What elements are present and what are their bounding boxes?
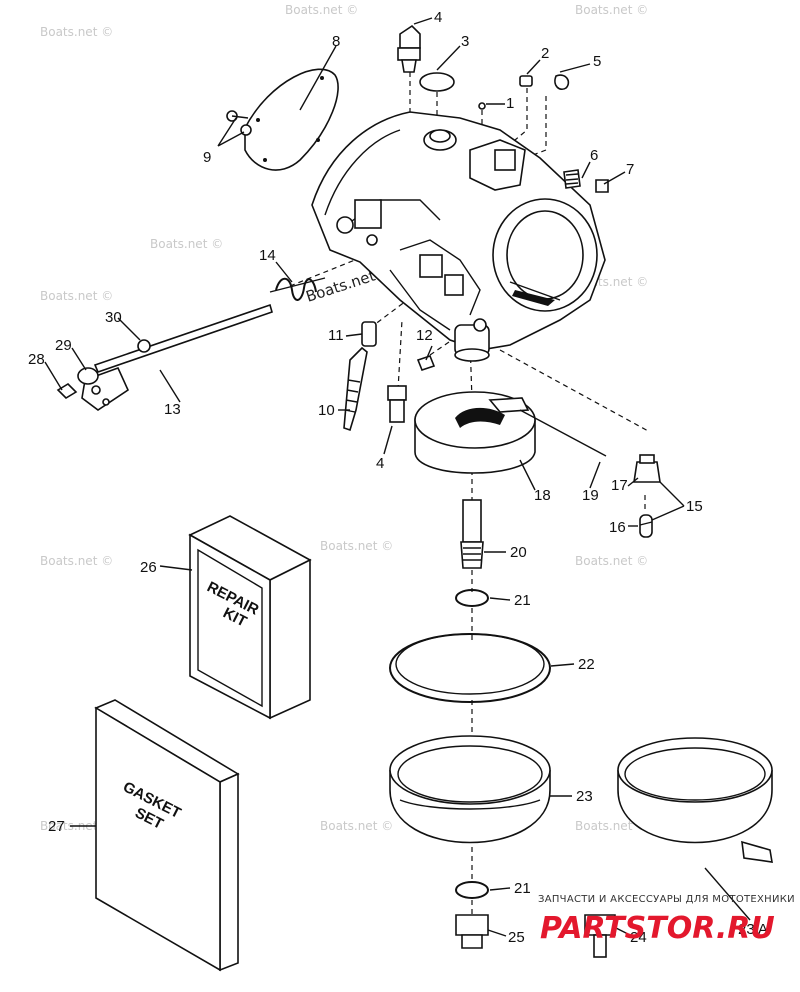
callout-19: 19 bbox=[582, 487, 599, 504]
callout-11: 11 bbox=[328, 327, 344, 344]
part-4-fitting-lower bbox=[387, 385, 407, 423]
callout-9: 9 bbox=[203, 149, 211, 166]
footer-tagline: ЗАПЧАСТИ И АКСЕССУАРЫ ДЛЯ МОТОТЕХНИКИ bbox=[538, 894, 795, 905]
callout-12: 12 bbox=[416, 327, 433, 344]
part-24-drain-fitting bbox=[584, 914, 616, 958]
callout-7: 7 bbox=[626, 161, 634, 178]
callout-3: 3 bbox=[461, 33, 469, 50]
callout-15: 15 bbox=[686, 498, 703, 515]
callout-5: 5 bbox=[593, 53, 601, 70]
watermark: Boats.net © bbox=[575, 3, 648, 17]
callout-4-lower: 4 bbox=[376, 455, 384, 472]
callout-23a: 23 A bbox=[738, 921, 768, 938]
callout-4-top: 4 bbox=[434, 9, 442, 26]
part-25-drain-plug bbox=[455, 914, 489, 949]
part-1-check-ball bbox=[478, 102, 486, 110]
callout-2: 2 bbox=[541, 45, 549, 62]
part-21-gasket-lower bbox=[455, 881, 489, 899]
part-23a-float-bowl-alt bbox=[617, 737, 773, 863]
part-10-11-needle-screw bbox=[343, 321, 377, 432]
watermark: Boats.net © bbox=[40, 289, 113, 303]
callout-23: 23 bbox=[576, 788, 593, 805]
watermark: Boats.net © bbox=[575, 819, 648, 833]
part-21-gasket-upper bbox=[455, 589, 489, 607]
callout-6: 6 bbox=[590, 147, 598, 164]
callout-13: 13 bbox=[164, 401, 181, 418]
callout-8: 8 bbox=[332, 33, 340, 50]
footer-branding: ЗАПЧАСТИ И АКСЕССУАРЫ ДЛЯ МОТОТЕХНИКИ PA… bbox=[538, 894, 795, 946]
callout-30: 30 bbox=[105, 309, 122, 326]
part-12-screw bbox=[416, 355, 436, 371]
callout-21-upper: 21 bbox=[514, 592, 531, 609]
part-14-spring bbox=[269, 277, 326, 301]
part-23-float-bowl bbox=[389, 735, 551, 844]
part-carburetor-body bbox=[311, 111, 606, 362]
watermark: Boats.net © bbox=[40, 554, 113, 568]
callout-21-lower: 21 bbox=[514, 880, 531, 897]
watermark: Boats.net © bbox=[285, 3, 358, 17]
callout-10: 10 bbox=[318, 402, 335, 419]
callout-29: 29 bbox=[55, 337, 72, 354]
part-18-float bbox=[414, 391, 607, 474]
footer-logo: PARTSTOR.RU bbox=[540, 911, 775, 946]
callout-18: 18 bbox=[534, 487, 551, 504]
parts-28-30-hardware bbox=[56, 339, 151, 400]
callout-28: 28 bbox=[28, 351, 45, 368]
watermark: Boats.net © bbox=[320, 539, 393, 553]
leader-lines bbox=[44, 17, 751, 937]
parts-15-17-inlet-needle-seat bbox=[633, 454, 661, 538]
watermark: Boats.net © bbox=[320, 819, 393, 833]
callout-16: 16 bbox=[609, 519, 626, 536]
callout-26: 26 bbox=[140, 559, 157, 576]
part-22-bowl-gasket bbox=[389, 633, 551, 703]
callout-24: 24 bbox=[630, 929, 647, 946]
callout-20: 20 bbox=[510, 544, 527, 561]
watermark: Boats.net © bbox=[40, 25, 113, 39]
part-20-main-jet bbox=[460, 499, 484, 569]
callout-27: 27 bbox=[48, 818, 65, 835]
part-3-plug bbox=[419, 72, 455, 92]
callout-25: 25 bbox=[508, 929, 525, 946]
part-8-cover-plate bbox=[244, 68, 339, 171]
parts-2-5-small-pieces bbox=[519, 74, 570, 91]
callout-14: 14 bbox=[259, 247, 276, 264]
gasket-set-box: GASKET SET bbox=[94, 699, 240, 972]
callout-numbers: 4 3 1 2 5 8 9 6 7 14 30 29 28 13 11 12 1… bbox=[28, 9, 768, 946]
part-4-fitting-top bbox=[397, 24, 421, 73]
watermark: Boats.net © bbox=[150, 237, 223, 251]
callout-22: 22 bbox=[578, 656, 595, 673]
repair-kit-box: REPAIR KIT bbox=[188, 515, 312, 720]
callout-17: 17 bbox=[611, 477, 628, 494]
callout-1: 1 bbox=[506, 95, 514, 112]
watermark: Boats.net © bbox=[575, 554, 648, 568]
